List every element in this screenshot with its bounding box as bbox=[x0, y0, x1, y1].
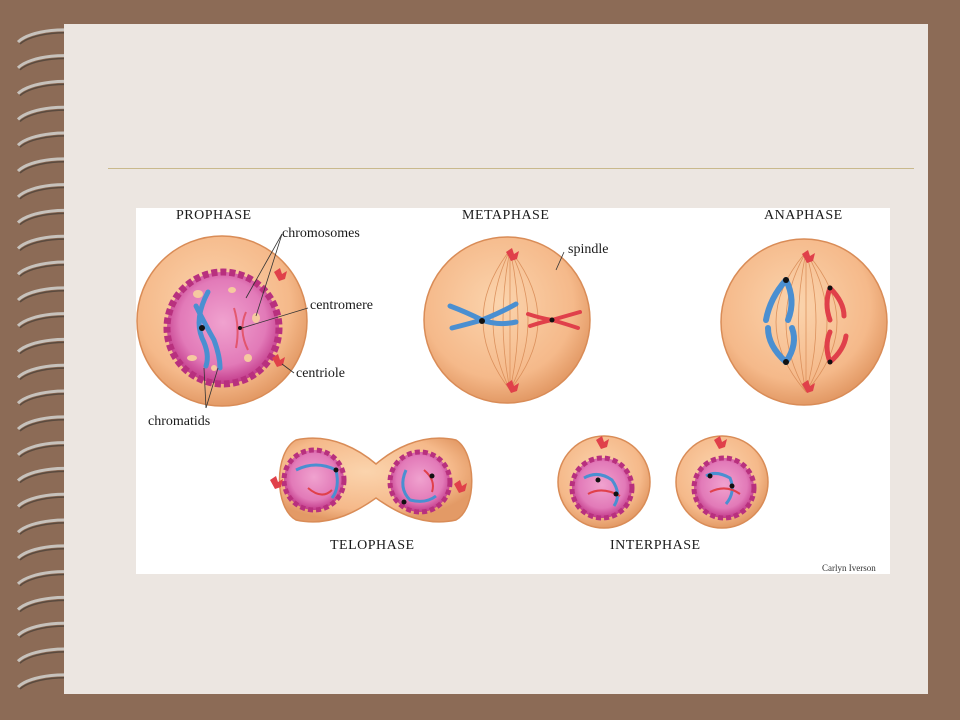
phase-title-metaphase: METAPHASE bbox=[462, 208, 550, 223]
interphase-cell-left bbox=[557, 435, 651, 529]
title-rule bbox=[108, 168, 914, 169]
phase-title-anaphase: ANAPHASE bbox=[764, 208, 843, 223]
label-chromosomes: chromosomes bbox=[282, 226, 360, 241]
illustrator-credit: Carlyn Iverson bbox=[822, 563, 876, 573]
metaphase-cell bbox=[423, 236, 591, 404]
phase-title-telophase: TELOPHASE bbox=[330, 538, 415, 553]
label-centromere: centromere bbox=[310, 298, 373, 313]
prophase-cell bbox=[136, 233, 309, 409]
mitosis-figure: PROPHASE METAPHASE ANAPHASE TELOPHASE IN… bbox=[136, 208, 890, 574]
anaphase-cell bbox=[720, 238, 888, 406]
phase-title-prophase: PROPHASE bbox=[176, 208, 252, 223]
telophase-cell bbox=[270, 437, 473, 523]
interphase-cell-right bbox=[675, 435, 769, 529]
label-chromatids: chromatids bbox=[148, 414, 211, 429]
label-centriole: centriole bbox=[296, 366, 345, 381]
phase-title-interphase: INTERPHASE bbox=[610, 538, 701, 553]
mitosis-illustration bbox=[136, 233, 888, 529]
label-spindle: spindle bbox=[568, 242, 609, 257]
